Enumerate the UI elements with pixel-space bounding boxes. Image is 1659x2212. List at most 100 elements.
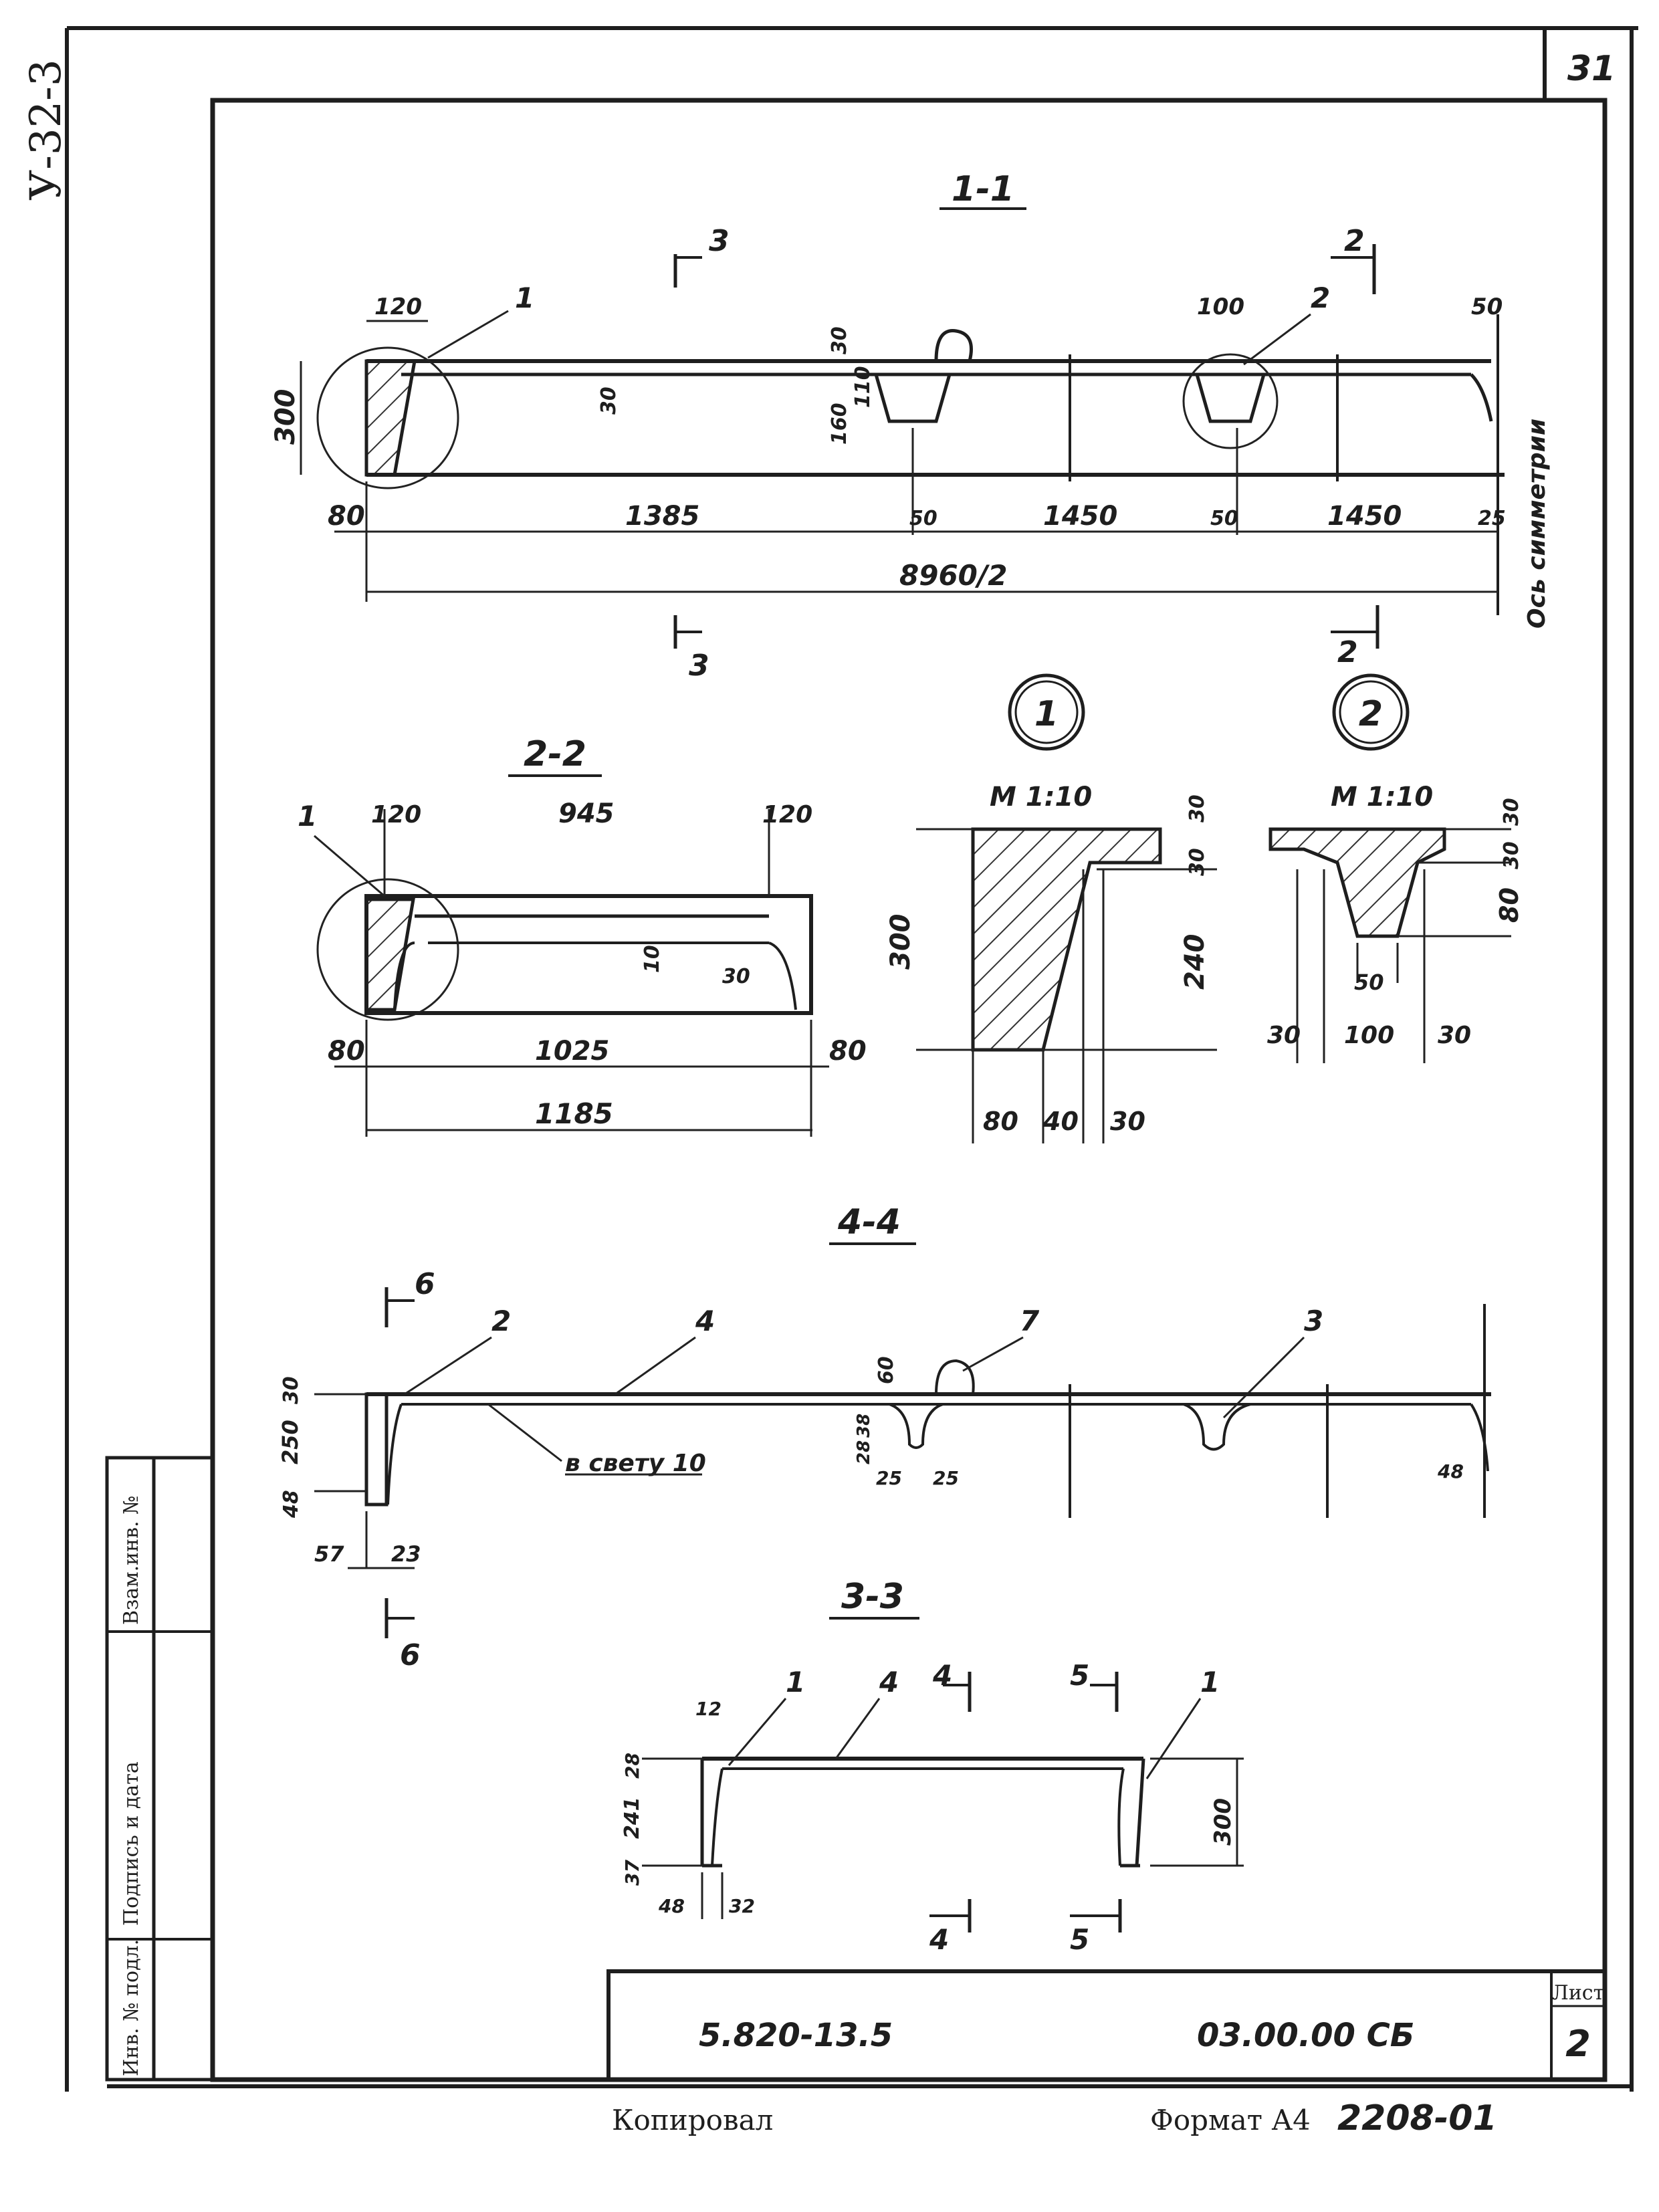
- node-2-number: 2: [1359, 694, 1383, 734]
- s22-callout-1: 1: [298, 800, 317, 833]
- s11-dim-gap1: 50: [909, 507, 937, 530]
- s22-dim-base-mid: 1025: [535, 1036, 609, 1067]
- s44-dim-r28: 28: [854, 1440, 874, 1464]
- node-1: [916, 673, 1217, 1143]
- section-3-3-title: 3-3: [841, 1577, 904, 1617]
- s22-dim-mid: 945: [558, 798, 615, 829]
- s33-mark-5-bottom: 5: [1070, 1923, 1089, 1956]
- doc-code: 5.820-13.5: [699, 2017, 893, 2054]
- s44-dim-h60: 60: [875, 1356, 898, 1384]
- n1-dim-b3: 30: [1110, 1107, 1145, 1136]
- s44-dim-b25b: 25: [933, 1467, 959, 1489]
- spec-code: 03.00.00 СБ: [1197, 2017, 1414, 2054]
- side-stamp-replace: Взам.инв. №: [120, 1495, 143, 1625]
- s11-dim-total: 8960/2: [899, 559, 1007, 592]
- s22-dim-inner-a: 10: [641, 945, 664, 973]
- side-stamp: [105, 1456, 215, 2082]
- s11-callout-1: 1: [515, 282, 534, 314]
- s22-dim-base-left: 80: [328, 1036, 365, 1067]
- node-2-scale: М 1:10: [1331, 782, 1433, 812]
- stamp-number: 2208-01: [1337, 2098, 1497, 2138]
- sheet-value: 2: [1565, 2023, 1591, 2065]
- n2-dim-depth: 80: [1495, 887, 1524, 923]
- sheet-label: Лист: [1552, 1981, 1604, 2005]
- s33-mark-5-top: 5: [1070, 1659, 1089, 1692]
- n1-dim-inner: 240: [1180, 934, 1210, 990]
- s11-dim-web: 30: [597, 386, 621, 415]
- s44-dim-r38: 38: [854, 1414, 874, 1438]
- s11-dim-span2: 1450: [1043, 501, 1117, 532]
- s44-dim-t30: 30: [280, 1376, 303, 1404]
- s33-dim-t12: 12: [695, 1698, 722, 1720]
- section-1-1: [300, 244, 1505, 649]
- s11-dim-gap2: 50: [1210, 507, 1238, 530]
- n2-dim-w3: 30: [1438, 1022, 1471, 1049]
- node-1-number: 1: [1034, 694, 1059, 734]
- s11-axis-label: Ось симметрии: [1523, 419, 1551, 629]
- s44-dim-h250: 250: [278, 1420, 303, 1464]
- sheet-number: 31: [1567, 49, 1616, 89]
- format-label: Формат А4: [1150, 2104, 1311, 2136]
- n1-dim-step: 30: [1186, 848, 1209, 876]
- s44-callout-3: 3: [1304, 1305, 1323, 1337]
- s44-dim-b48: 48: [280, 1490, 303, 1519]
- s33-dim-h241: 241: [621, 1797, 644, 1839]
- n2-dim-step: 30: [1500, 841, 1523, 869]
- s11-dim-end: 25: [1478, 507, 1506, 530]
- side-code: У-32-3: [21, 59, 71, 201]
- s11-dim-left-width: 120: [374, 294, 422, 320]
- s33-dim-w32: 32: [729, 1895, 755, 1917]
- s11-mark-2-top: 2: [1344, 224, 1365, 258]
- s33-dim-h28: 28: [621, 1753, 643, 1779]
- s22-dim-left: 120: [371, 801, 421, 828]
- s11-mark-2-bottom: 2: [1337, 635, 1358, 669]
- outer-frame: [65, 26, 1638, 2092]
- s44-callout-4: 4: [695, 1305, 715, 1337]
- section-4-4-title: 4-4: [837, 1202, 901, 1242]
- s44-callout-7: 7: [1020, 1305, 1040, 1337]
- section-2-2: [316, 809, 829, 1137]
- inner-frame: [210, 98, 1608, 2082]
- section-4-4: [314, 1287, 1491, 1638]
- s11-mark-3-top: 3: [709, 224, 730, 258]
- s11-dim-rib-width: 100: [1197, 294, 1244, 320]
- s22-dim-total: 1185: [535, 1097, 613, 1130]
- s11-dim-end-width: 50: [1471, 294, 1503, 320]
- s33-dim-w48: 48: [658, 1895, 685, 1917]
- s11-dim-span3: 1450: [1327, 501, 1402, 532]
- s22-dim-base-right: 80: [829, 1036, 867, 1067]
- side-stamp-sign: Подпись и дата: [120, 1761, 143, 1926]
- n2-dim-w1: 30: [1267, 1022, 1301, 1049]
- s22-dim-inner-b: 30: [722, 965, 750, 988]
- s33-callout-1-right: 1: [1200, 1666, 1220, 1698]
- n2-dim-w2: 100: [1344, 1022, 1394, 1049]
- s22-dim-right: 120: [762, 801, 812, 828]
- node-2: [1268, 673, 1511, 1063]
- s11-dim-rib-h1: 110: [851, 366, 875, 408]
- node-1-scale: М 1:10: [990, 782, 1092, 812]
- s44-dim-s23: 23: [391, 1541, 421, 1567]
- s44-dim-e48: 48: [1437, 1460, 1464, 1482]
- n1-dim-top: 30: [1186, 794, 1209, 822]
- s11-dim-start: 80: [328, 501, 365, 532]
- n2-dim-top: 30: [1500, 798, 1523, 826]
- s11-mark-3-bottom: 3: [689, 649, 709, 683]
- copied-by: Копировал: [612, 2104, 773, 2136]
- s33-callout-4: 4: [879, 1666, 899, 1698]
- s44-dim-s57: 57: [314, 1541, 344, 1567]
- s33-dim-b37: 37: [621, 1860, 643, 1886]
- title-block: [606, 1969, 1607, 2082]
- section-1-1-title: 1-1: [952, 169, 1014, 209]
- n1-dim-height: 300: [885, 914, 916, 970]
- s11-dim-span1: 1385: [625, 501, 699, 532]
- s44-mark-6-bottom: 6: [400, 1638, 421, 1672]
- s33-mark-4-top: 4: [932, 1659, 952, 1692]
- s33-mark-4-bottom: 4: [929, 1923, 949, 1956]
- s11-dim-rib-h2: 160: [828, 403, 851, 445]
- s44-mark-6-top: 6: [415, 1267, 435, 1301]
- s44-callout-2: 2: [491, 1305, 511, 1337]
- side-stamp-inv: Инв. № подл.: [120, 1939, 143, 2076]
- n1-dim-b1: 80: [983, 1107, 1018, 1136]
- s11-callout-2: 2: [1311, 282, 1330, 314]
